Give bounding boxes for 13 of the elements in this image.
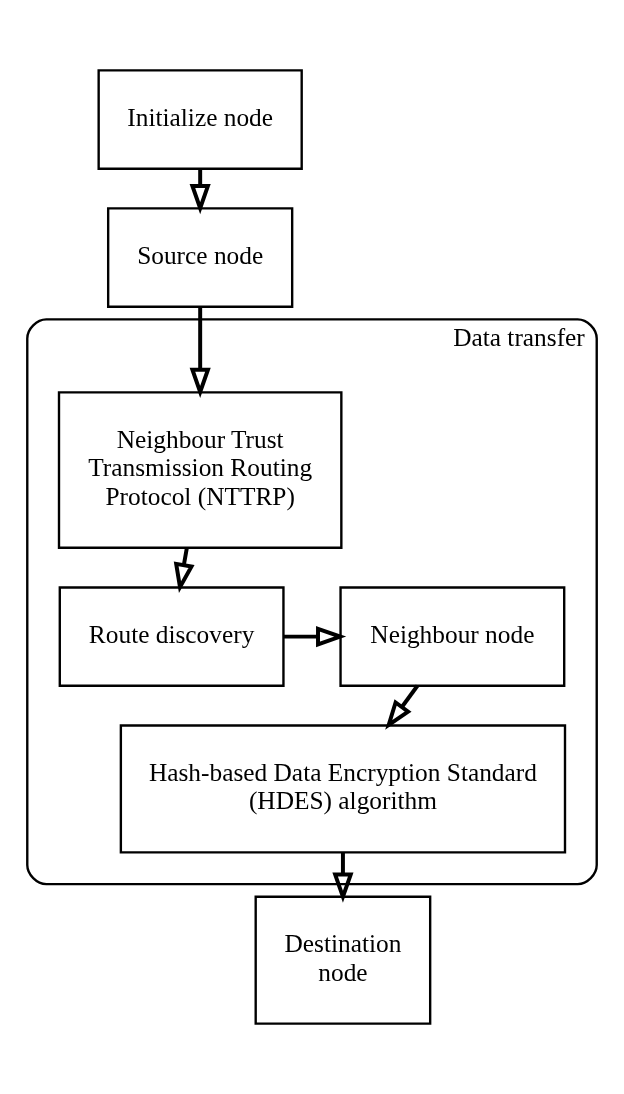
arrow [189, 307, 211, 398]
arrow [283, 626, 347, 648]
node-box: Destination node [254, 895, 432, 1025]
arrow [385, 684, 420, 730]
node-box: Neighbour Trust Transmission Routing Protocol (NTTRP) [57, 391, 343, 549]
arrow [189, 169, 211, 215]
node-box: Source node [107, 207, 294, 308]
arrow [173, 547, 195, 594]
node-box: Hash-based Data Encryption Standard (HDES) algorithm [119, 724, 567, 854]
node-box: Route discovery [58, 586, 285, 687]
node-box: Initialize node [97, 69, 303, 170]
node-box: Neighbour node [339, 586, 566, 687]
arrow [332, 852, 354, 903]
